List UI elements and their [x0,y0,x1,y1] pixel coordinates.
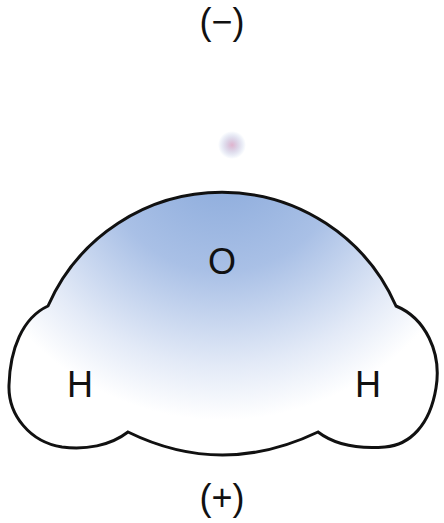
charge-label: (−) [200,4,245,40]
charge-label: (+) [200,480,245,516]
atom-label-hydrogen: H [67,367,93,403]
atom-label-oxygen: O [208,244,236,280]
molecule-outline: O H H [5,36,441,460]
atom-label-hydrogen: H [355,367,381,403]
charge-spot [218,131,246,159]
molecule-outline-path [9,192,437,455]
